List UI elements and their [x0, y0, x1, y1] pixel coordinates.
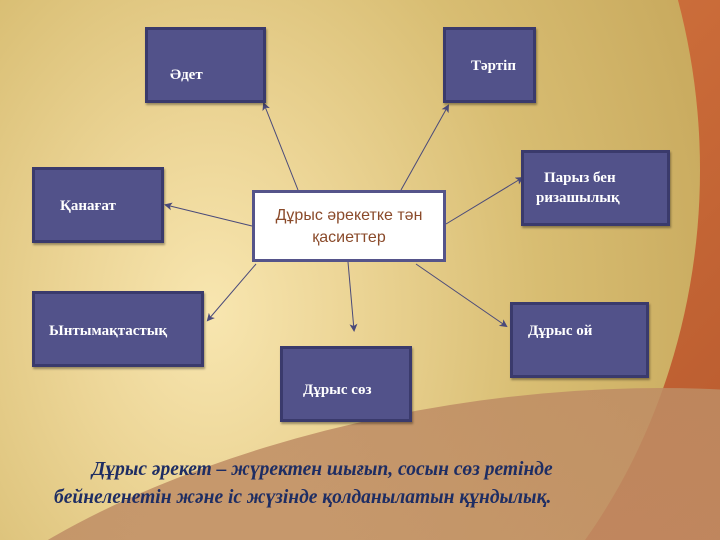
- node-paryz-line1: Парыз бен: [544, 170, 616, 186]
- caption: Дұрыс әрекет – жүректен шығып, сосын сөз…: [40, 456, 680, 512]
- caption-line1: Дұрыс әрекет – жүректен шығып, сосын сөз…: [92, 459, 553, 480]
- arrow-to-tartip: [400, 104, 449, 191]
- node-yntymak: Ынтымақтастық: [32, 291, 204, 367]
- node-tartip: Тәртіп: [443, 27, 536, 103]
- node-adet: Әдет: [145, 27, 266, 103]
- arrow-to-durys-oy: [415, 263, 508, 328]
- center-node: Дұрыс әрекетке тән қасиеттер: [252, 190, 446, 262]
- center-node-line1: Дұрыс әрекетке тән: [275, 207, 423, 224]
- arrow-to-yntymak: [206, 263, 257, 322]
- center-node-line2: қасиеттер: [312, 229, 386, 246]
- node-durys-soz: Дұрыс сөз: [280, 346, 412, 422]
- node-kanagat: Қанағат: [32, 167, 164, 243]
- arrow-to-adet: [262, 102, 299, 191]
- node-durys-soz-label: Дұрыс сөз: [303, 382, 372, 398]
- arrow-to-paryz: [445, 176, 524, 225]
- arrow-to-durys-soz: [347, 261, 358, 332]
- node-tartip-label: Тәртіп: [471, 58, 516, 74]
- node-kanagat-label: Қанағат: [60, 198, 116, 214]
- node-paryz: Парыз бен ризашылық: [521, 150, 670, 226]
- caption-line2: бейнеленетін және іс жүзінде қолданылаты…: [54, 487, 552, 508]
- node-durys-oy: Дұрыс ой: [510, 302, 649, 378]
- arrow-to-kanagat: [164, 202, 253, 227]
- node-adet-label: Әдет: [170, 67, 203, 83]
- node-durys-oy-label: Дұрыс ой: [528, 323, 593, 339]
- node-yntymak-label: Ынтымақтастық: [49, 323, 168, 339]
- node-paryz-line2: ризашылық: [536, 190, 620, 206]
